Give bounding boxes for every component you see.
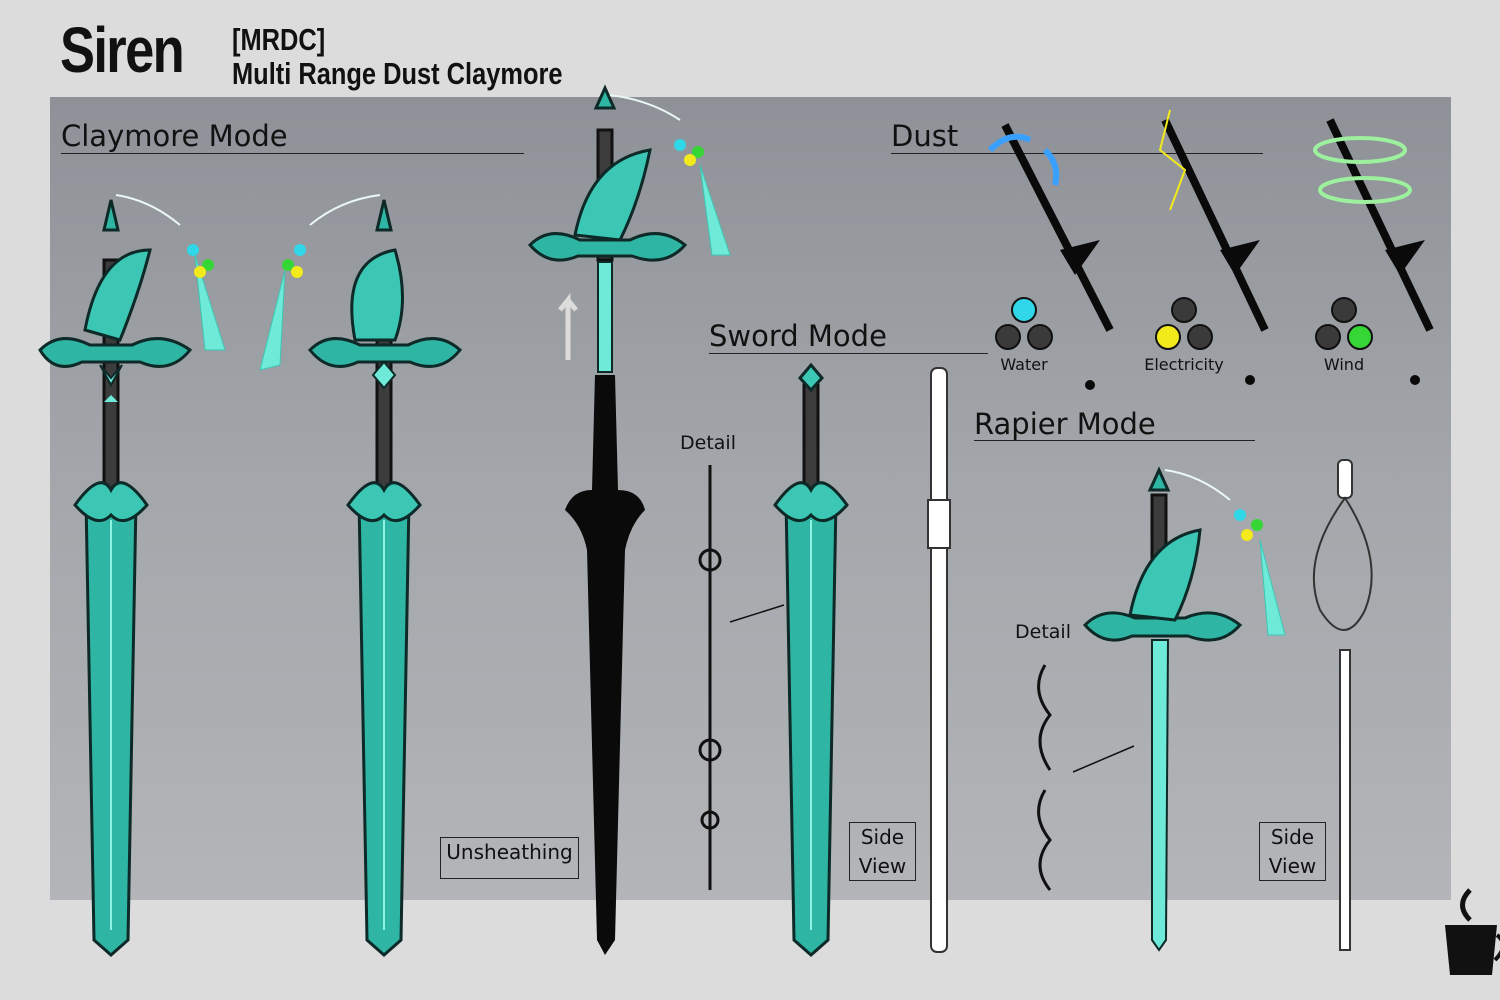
claymore-mode-rule <box>61 153 524 154</box>
dust-water-sword <box>987 123 1114 390</box>
rapier-side-view-box: Side View <box>1259 822 1326 881</box>
claymore-back <box>259 194 463 958</box>
rapier-side-view <box>1312 459 1373 951</box>
claymore-front <box>38 194 226 958</box>
sword-detail-label: Detail <box>680 432 736 454</box>
unsheathing-sword <box>527 84 731 373</box>
sword-detail-ornament <box>698 465 785 890</box>
scabbard-silhouette <box>565 375 645 955</box>
rapier-front <box>1082 466 1286 952</box>
dust-electricity-label: Electricity <box>1144 355 1224 374</box>
dust-rule <box>891 153 1263 154</box>
side-view-line1: Side <box>860 825 905 849</box>
side-view-line2: View <box>1268 854 1317 878</box>
weapon-code: [MRDC] <box>232 22 326 57</box>
weapon-subtitle: Multi Range Dust Claymore <box>232 56 563 91</box>
side-view-line2: View <box>858 854 907 878</box>
dust-wind-icon <box>1315 297 1373 350</box>
dust-heading: Dust <box>891 119 959 153</box>
sword-mode-heading: Sword Mode <box>709 319 887 353</box>
rapier-detail-label: Detail <box>1015 621 1071 643</box>
coffee-cup-icon <box>1445 888 1500 975</box>
sword-side-view <box>927 367 951 953</box>
sword-mode-rule <box>709 353 988 354</box>
dust-water-label: Water <box>1000 355 1048 374</box>
sword-side-view-box: Side View <box>849 822 916 881</box>
claymore-mode-heading: Claymore Mode <box>61 119 288 153</box>
side-view-line1: Side <box>1270 825 1315 849</box>
rapier-mode-heading: Rapier Mode <box>974 407 1156 441</box>
dust-water-icon <box>995 297 1053 350</box>
dust-electricity-sword <box>1158 109 1269 385</box>
unsheathing-box: Unsheathing <box>440 837 579 879</box>
dust-wind-label: Wind <box>1323 355 1365 374</box>
page-title: Siren <box>60 14 185 86</box>
sword-front <box>773 362 849 958</box>
dust-electricity-icon <box>1155 297 1213 350</box>
rapier-mode-rule <box>974 440 1255 441</box>
rapier-detail-ornament <box>1037 664 1135 891</box>
dust-wind-sword <box>1313 118 1434 385</box>
